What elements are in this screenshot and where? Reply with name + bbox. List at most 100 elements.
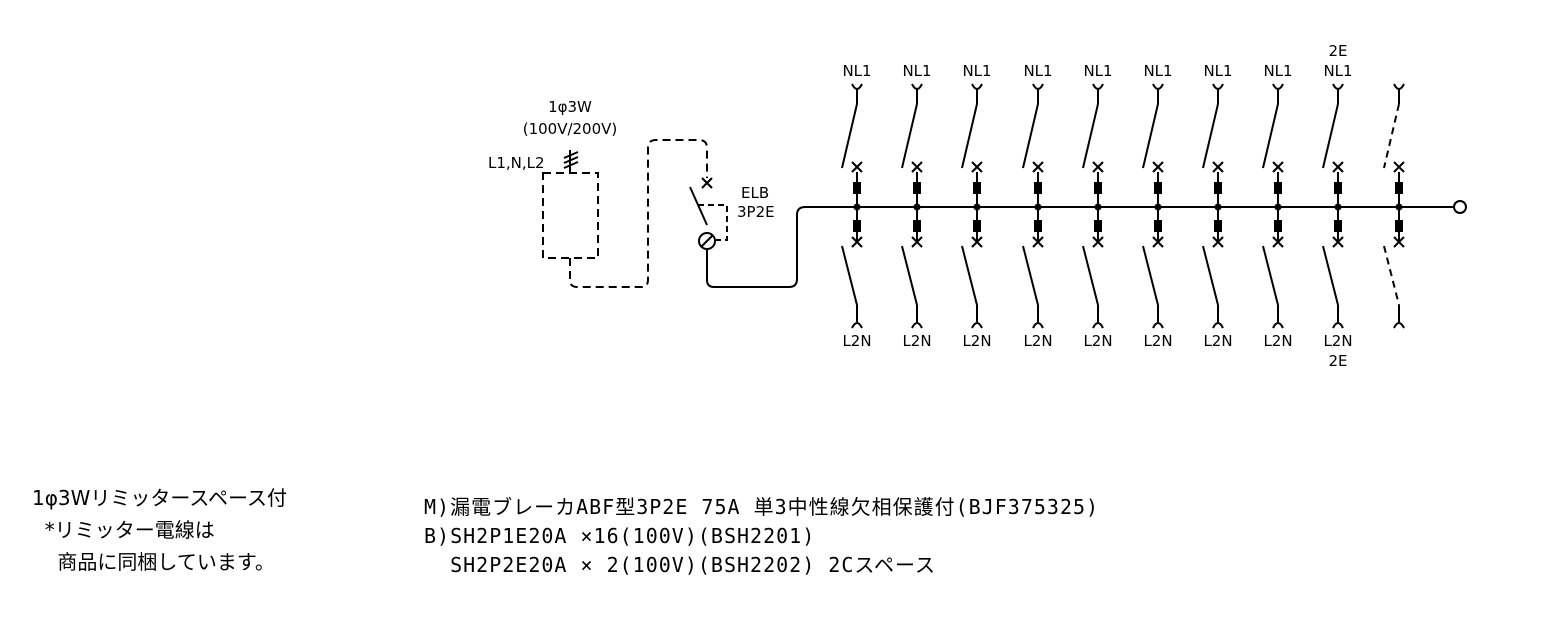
terminal-cup-top [851,83,863,90]
breaker-fuse-element [1094,182,1102,194]
branch-top-label: NL1 [902,62,931,80]
limiter-note: 1φ3Wリミッタースペース付 *リミッター電線は 商品に同梱しています。 [32,482,287,578]
breaker-contact-upper [961,103,978,169]
branch-top-label: NL1 [1023,62,1052,80]
breaker-x-mark [1332,161,1344,173]
breaker-contact-upper [1383,103,1400,169]
branch-bottom-extra-label: 2E [1328,352,1347,370]
branch-top-label: NL1 [1323,62,1352,80]
breaker-fuse-element [1034,182,1042,194]
breaker-contact-upper [1202,103,1219,169]
branch-bottom-label: L2N [902,332,931,350]
branch-top-label: NL1 [1203,62,1232,80]
limiter-note-line1: 1φ3Wリミッタースペース付 [32,486,288,510]
limiter-note-line2: *リミッター電線は [32,518,215,542]
breaker-x-mark [971,161,983,173]
breaker-x-mark [1152,161,1164,173]
branch-top-label: NL1 [1083,62,1112,80]
branch-bottom-label: L2N [1143,332,1172,350]
breaker-x-mark [1332,236,1344,248]
terminal-cup-top [1332,83,1344,90]
breaker-x-mark [911,161,923,173]
limiter-note-line3: 商品に同梱しています。 [32,550,275,574]
breaker-x-mark [1393,236,1405,248]
elb-test-loop [698,204,728,241]
branch-bottom-label: L2N [1203,332,1232,350]
breaker-contact-upper [1082,103,1099,169]
breaker-x-mark [1032,236,1044,248]
busbar-junction [1154,203,1162,211]
breaker-x-mark [851,161,863,173]
breaker-contact-upper [1142,103,1159,169]
busbar-junction [1034,203,1042,211]
branch-top-label: NL1 [962,62,991,80]
breaker-x-mark [911,236,923,248]
breaker-contact-lower [901,245,918,306]
branch-bottom-label: L2N [1083,332,1112,350]
breaker-fuse-element [1094,220,1102,232]
breaker-fuse-element [1034,220,1042,232]
breaker-x-mark [1092,161,1104,173]
terminal-cup-top [1393,83,1405,90]
breaker-fuse-element [1154,220,1162,232]
breaker-contact-lower [841,245,858,306]
terminal-cup-bottom [1212,322,1224,329]
busbar-junction [913,203,921,211]
terminal-cup-bottom [1092,322,1104,329]
spec-branch-2p: SH2P2E20A × 2(100V)(BSH2202) 2Cスペース [424,553,936,577]
terminal-cup-bottom [851,322,863,329]
breaker-fuse-element [1154,182,1162,194]
terminal-cup-bottom [971,322,983,329]
elb-output-wire [706,206,1453,288]
spec-main-breaker: M)漏電ブレーカABF型3P2E 75A 単3中性線欠相保護付(BJF37532… [424,495,1100,519]
supply-voltage-label: (100V/200V) [523,120,618,138]
elb-name-label: ELB [741,184,769,202]
breaker-fuse-element [1334,182,1342,194]
terminal-cup-bottom [1152,322,1164,329]
breaker-contact-lower [1383,245,1400,306]
wire-tick [563,156,579,164]
limiter-dashed-wire [569,139,708,288]
breaker-x-mark [1272,161,1284,173]
breaker-x-mark [1152,236,1164,248]
terminal-cup-top [1032,83,1044,90]
breaker-spec-note: M)漏電ブレーカABF型3P2E 75A 単3中性線欠相保護付(BJF37532… [424,493,1099,580]
breaker-contact-lower [1262,245,1279,306]
breaker-x-mark [971,236,983,248]
branch-bottom-label: L2N [842,332,871,350]
busbar-terminal [1453,200,1467,214]
busbar-junction [1214,203,1222,211]
busbar-junction [1274,203,1282,211]
terminal-cup-top [911,83,923,90]
branch-top-extra-label: 2E [1328,42,1347,60]
spec-branch-1p: B)SH2P1E20A ×16(100V)(BSH2201) [424,524,816,548]
breaker-x-mark [1393,161,1405,173]
breaker-contact-upper [841,103,858,169]
breaker-fuse-element [913,182,921,194]
breaker-x-mark [1212,161,1224,173]
breaker-fuse-element [1214,220,1222,232]
branch-bottom-label: L2N [1023,332,1052,350]
breaker-contact-lower [1202,245,1219,306]
breaker-fuse-element [913,220,921,232]
breaker-fuse-element [853,182,861,194]
breaker-contact-upper [1262,103,1279,169]
breaker-fuse-element [973,182,981,194]
breaker-fuse-element [973,220,981,232]
branch-bottom-label: L2N [1323,332,1352,350]
breaker-fuse-element [1395,182,1403,194]
wire-tick [563,151,579,159]
breaker-contact-upper [901,103,918,169]
terminal-cup-bottom [911,322,923,329]
terminal-cup-bottom [1272,322,1284,329]
limiter-space-box [542,172,599,259]
branch-top-label: NL1 [1263,62,1292,80]
terminal-cup-bottom [1332,322,1344,329]
branch-top-label: NL1 [1143,62,1172,80]
breaker-fuse-element [1395,220,1403,232]
terminal-cup-top [1272,83,1284,90]
breaker-contact-lower [1022,245,1039,306]
breaker-contact-lower [961,245,978,306]
breaker-fuse-element [1334,220,1342,232]
